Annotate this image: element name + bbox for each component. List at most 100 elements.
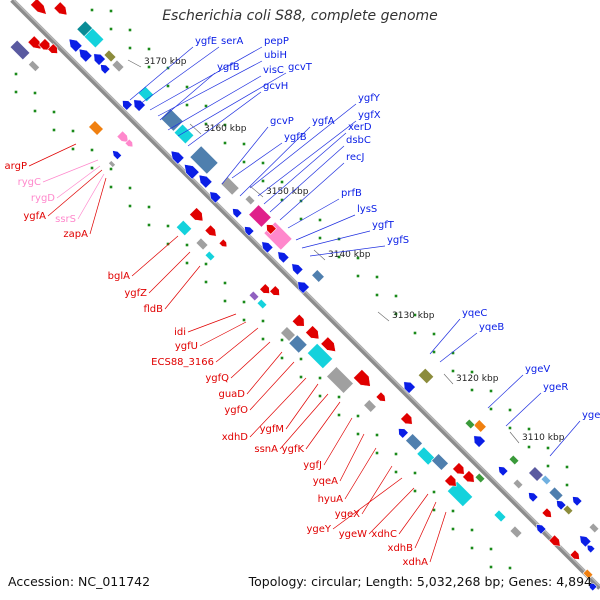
gene-feature [78, 48, 93, 63]
tick-dot [33, 109, 37, 113]
gene-block [108, 160, 116, 168]
gene-arrow [498, 466, 509, 477]
gene-block [548, 486, 564, 502]
gene-label-right: lysS [357, 204, 377, 215]
tick-dot [337, 395, 341, 399]
gene-arrow [353, 369, 371, 387]
gene-label-leader [269, 145, 345, 213]
gene-feature [586, 544, 596, 554]
gene-label-right: yqeC [462, 308, 487, 319]
tick-dot [185, 85, 189, 89]
gene-label-left: ygeW [339, 529, 367, 540]
gene-arrow [198, 174, 213, 189]
tick-dot [204, 104, 208, 108]
gene-label-leader [309, 245, 386, 257]
kbp-marker-label: 3140 kbp [328, 250, 371, 260]
gene-label-leader [439, 332, 478, 363]
tick-dot [413, 471, 417, 475]
gene-arrow [452, 462, 465, 475]
gene-arrow [556, 500, 567, 511]
gene-feature [116, 130, 129, 143]
gene-feature [311, 269, 325, 283]
kbp-tick-line [249, 185, 264, 198]
gene-feature [277, 251, 290, 264]
tick-dot [546, 446, 550, 450]
gene-block [326, 366, 354, 394]
gene-arrow [38, 38, 51, 51]
gene-label-right: prfB [341, 188, 362, 199]
gene-label-right: ygfY [358, 93, 381, 104]
gene-label-leader [249, 377, 307, 438]
gene-label-leader [257, 120, 357, 197]
gene-label-leader [332, 477, 403, 530]
gene-block [588, 522, 600, 534]
gene-feature [536, 524, 547, 535]
gene-feature [122, 100, 133, 111]
gene-label-left: guaD [218, 389, 245, 400]
tick-dot [337, 255, 341, 259]
gene-feature [452, 462, 465, 475]
gene-label-left: ygfQ [205, 373, 229, 384]
gene-label-leader [77, 173, 105, 220]
gene-arrow [375, 391, 386, 402]
gene-feature [30, 0, 47, 15]
tick-dot [432, 332, 436, 336]
gene-label-left: fldB [143, 304, 163, 315]
kbp-tick-line [189, 123, 202, 135]
backbone-highlight [13, 0, 600, 587]
gene-feature [218, 238, 228, 248]
gene-block [464, 418, 476, 430]
gene-arrow [569, 549, 580, 560]
gene-arrow [572, 496, 583, 507]
gene-label-right: ygeR [543, 382, 568, 393]
tick-dot [204, 122, 208, 126]
gene-feature [579, 535, 592, 548]
tick-dot [489, 407, 493, 411]
tick-dot [375, 433, 379, 437]
tick-dot [185, 103, 189, 107]
tick-dot [508, 426, 512, 430]
gene-arrow [93, 53, 106, 66]
tick-dot [375, 275, 379, 279]
gene-feature [541, 507, 552, 518]
tick-dot [489, 547, 493, 551]
gene-block [280, 326, 296, 342]
tick-dot [109, 9, 113, 13]
gene-arrow [277, 251, 290, 264]
gene-arrow [47, 43, 58, 54]
gene-label-leader [295, 214, 356, 241]
gene-arrow [291, 263, 304, 276]
gene-feature [204, 250, 216, 262]
gene-feature [291, 263, 304, 276]
kbp-marker-label: 3130 kbp [392, 311, 435, 321]
gene-feature [220, 176, 240, 196]
gene-arrow [189, 207, 204, 222]
gene-label-right: ygfT [372, 220, 395, 231]
tick-dot [280, 338, 284, 342]
gene-label-leader [230, 341, 271, 379]
gene-block [244, 194, 256, 206]
gene-label-left: argP [5, 161, 27, 172]
gene-feature [548, 486, 564, 502]
gene-block [27, 59, 41, 73]
tick-dot [280, 356, 284, 360]
gene-feature [189, 145, 219, 175]
gene-block [417, 367, 435, 385]
tick-dot [413, 313, 417, 317]
gene-label-right: ygeF [582, 410, 600, 421]
gene-feature [508, 454, 520, 466]
gene-feature [112, 150, 123, 161]
gene-block [509, 525, 523, 539]
tick-dot [394, 312, 398, 316]
gene-feature [320, 336, 336, 352]
gene-feature [88, 120, 104, 136]
gene-arrow [78, 48, 93, 63]
gene-label-leader [305, 401, 341, 450]
gene-label-leader [301, 230, 371, 249]
gene-label-leader [323, 417, 353, 466]
tick-dot [413, 331, 417, 335]
strand-tick-dots [14, 8, 569, 570]
gene-feature [326, 366, 354, 394]
gene-block [248, 290, 260, 302]
